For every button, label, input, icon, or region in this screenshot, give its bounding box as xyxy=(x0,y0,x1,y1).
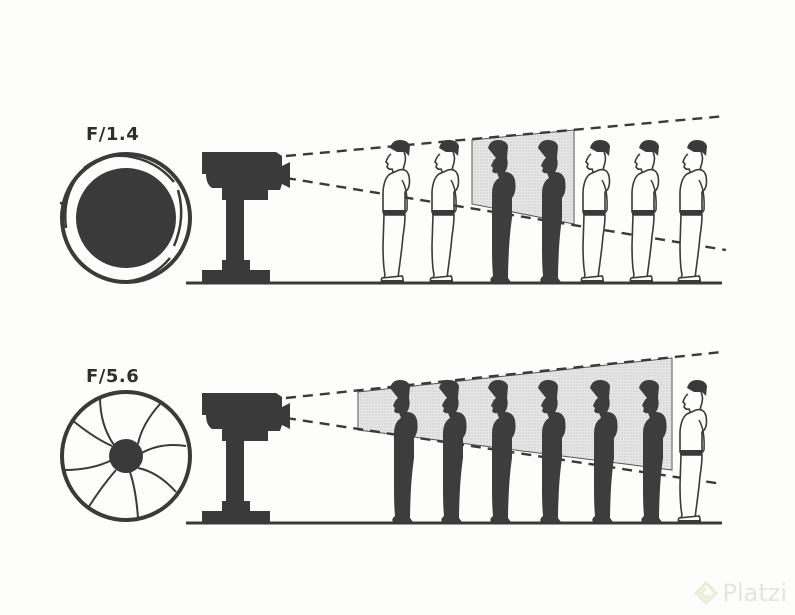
figure-1-top xyxy=(380,139,411,284)
figure-2-top xyxy=(429,139,460,284)
video-camera-top xyxy=(202,152,290,282)
figure-7-top xyxy=(677,139,708,284)
figure-6-top xyxy=(629,139,660,284)
figure-5-top xyxy=(580,139,611,284)
platzi-watermark: Platzi xyxy=(694,579,787,607)
aperture-wide-icon xyxy=(59,152,192,284)
panel-f56 xyxy=(60,350,723,525)
panel-f14 xyxy=(59,114,727,285)
platzi-logo-icon xyxy=(694,581,719,605)
watermark-text: Platzi xyxy=(722,579,787,607)
aperture-label-top: F/1.4 xyxy=(86,124,140,145)
aperture-label-bottom: F/5.6 xyxy=(86,366,140,387)
aperture-narrow-icon xyxy=(60,390,192,522)
video-camera-bottom xyxy=(202,393,290,523)
figure-7-bottom xyxy=(677,379,708,524)
